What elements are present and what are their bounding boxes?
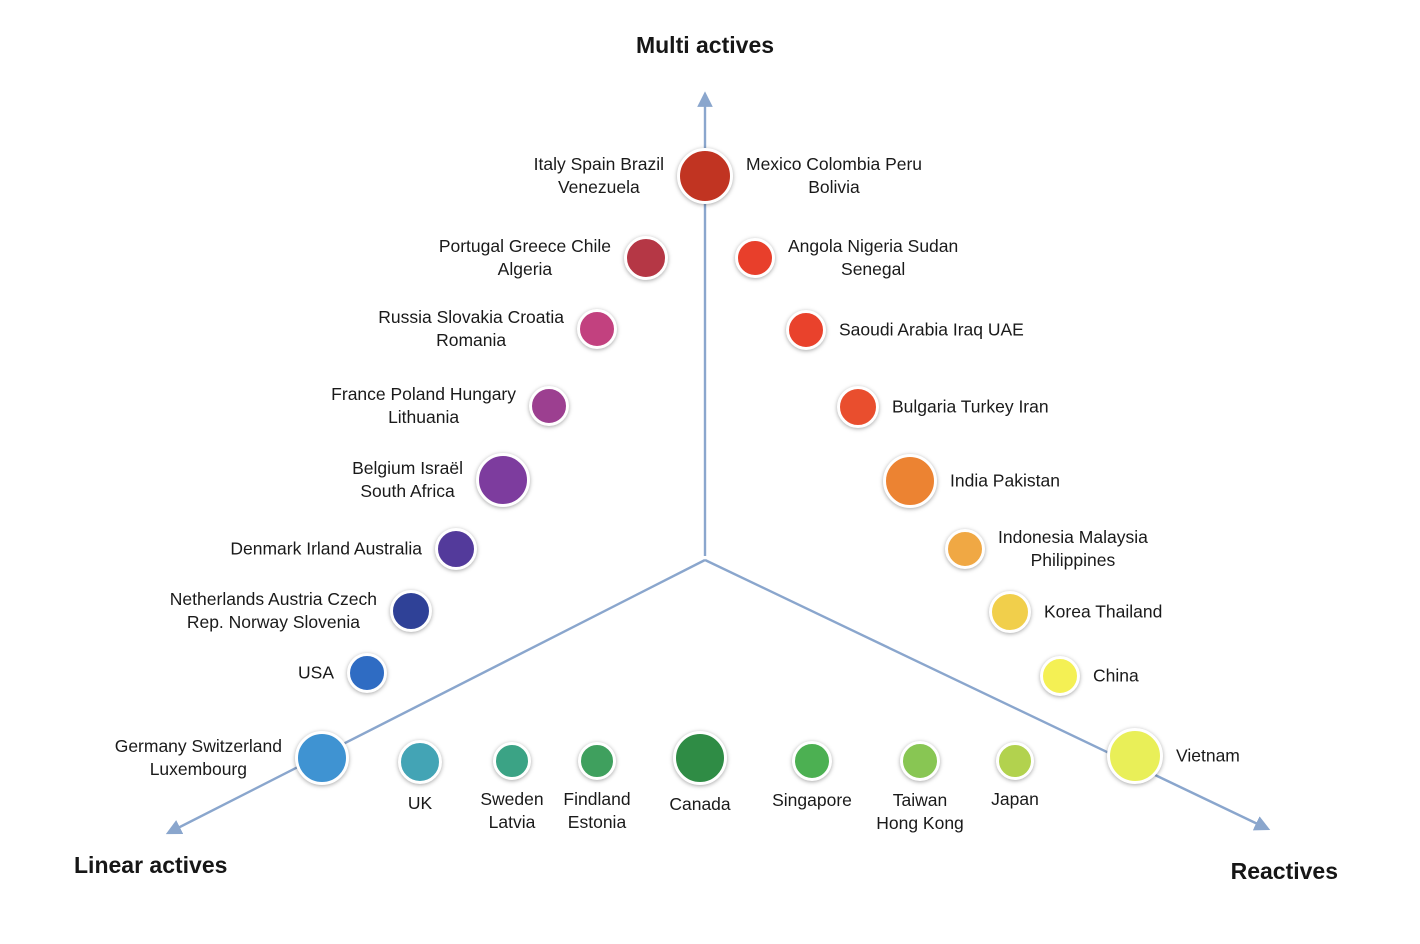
cluster-circle-bulgaria-turkey-iran — [837, 386, 879, 428]
cluster-label-uk: UK — [407, 793, 433, 813]
cluster-label-japan: Japan — [991, 789, 1039, 809]
cluster-circle-denmark-ireland-australia — [435, 528, 477, 570]
cluster-circle-germany-switzerland-luxembourg — [295, 731, 349, 785]
cluster-circle-italy-spain-brazil-venezuela — [677, 148, 733, 204]
cluster-label-bulgaria-turkey-iran: Bulgaria Turkey Iran — [892, 396, 1049, 417]
cluster-circle-india-pakistan — [883, 454, 937, 508]
axis-line-reactives — [704, 558, 1271, 831]
cluster-circle-portugal-greece-chile-algeria — [624, 236, 668, 280]
cluster-label-korea-thailand: Korea Thailand — [1044, 601, 1163, 622]
cluster-circle-france-poland-hungary-lithuania — [529, 386, 569, 426]
cluster-circle-belgium-israel-south-africa — [476, 453, 530, 507]
cluster-label-vietnam: Vietnam — [1176, 745, 1240, 766]
axis-label-multi-actives: Multi actives — [635, 32, 775, 58]
cluster-circle-indonesia-malaysia-philippines — [945, 529, 985, 569]
cluster-circle-saudi-arabia-iraq-uae — [786, 310, 826, 350]
cluster-label-singapore: Singapore — [772, 790, 852, 810]
cluster-circle-usa — [347, 653, 387, 693]
cluster-circle-russia-slovakia-croatia-romania — [577, 309, 617, 349]
cluster-label-denmark-ireland-australia: Denmark Irland Australia — [230, 538, 422, 559]
cluster-circle-finland-estonia — [578, 742, 616, 780]
cluster-circle-japan — [996, 742, 1034, 780]
axis-label-linear-actives: Linear actives — [74, 852, 228, 878]
cluster-circle-taiwan-hong-kong — [900, 741, 940, 781]
cluster-circle-uk — [398, 740, 442, 784]
axis-line-linear-actives — [165, 558, 706, 835]
cluster-circle-canada — [673, 731, 727, 785]
cluster-label-india-pakistan: India Pakistan — [950, 470, 1060, 491]
cluster-circle-china — [1040, 656, 1080, 696]
cluster-label-usa: USA — [298, 662, 334, 683]
cluster-circle-sweden-latvia — [493, 742, 531, 780]
axis-label-reactives: Reactives — [1230, 858, 1338, 884]
cluster-label-saudi-arabia-iraq-uae: Saoudi Arabia Iraq UAE — [839, 319, 1024, 340]
cluster-label-canada: Canada — [669, 794, 731, 814]
cluster-circle-netherlands-austria-czech-norway-slovenia — [390, 590, 432, 632]
cluster-label-china: China — [1093, 665, 1139, 686]
cluster-circle-angola-nigeria-sudan-senegal — [735, 238, 775, 278]
cluster-circle-vietnam — [1107, 728, 1163, 784]
cluster-circle-singapore — [792, 741, 832, 781]
cluster-circle-korea-thailand — [989, 591, 1031, 633]
